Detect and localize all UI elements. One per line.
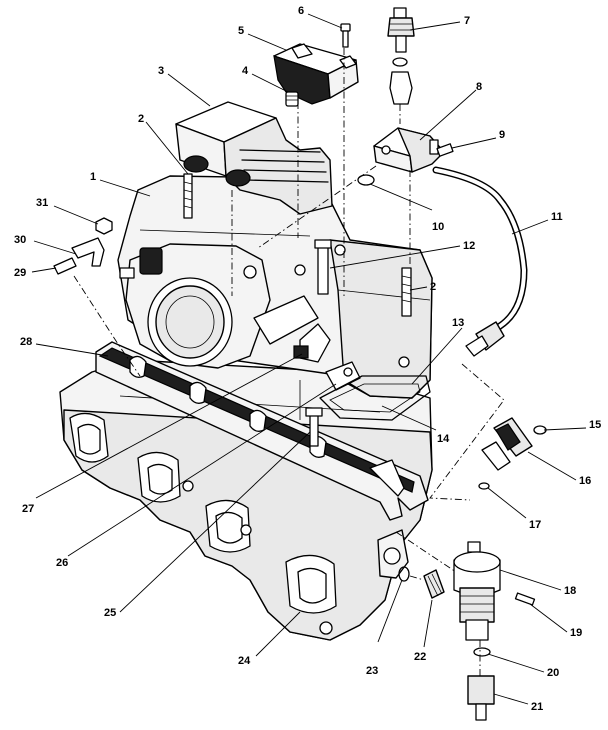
throttle-body [119, 243, 319, 369]
screw-9 [436, 143, 454, 157]
callout-27: 27 [22, 503, 34, 515]
seal-4 [285, 91, 299, 107]
o-ring-10 [357, 174, 375, 186]
hose-segment [389, 71, 413, 105]
callout-9: 9 [499, 129, 505, 141]
callout-labels: 1 2 2 3 4 5 6 7 8 9 10 11 12 13 14 15 16… [14, 5, 601, 713]
callout-16: 16 [579, 475, 591, 487]
callout-17: 17 [529, 519, 541, 531]
callout-22: 22 [414, 651, 426, 663]
callout-11: 11 [551, 211, 563, 223]
callout-25: 25 [104, 607, 116, 619]
callout-30: 30 [14, 234, 26, 246]
screw-19 [514, 592, 536, 606]
bolt-12 [314, 239, 332, 295]
screw-6 [340, 23, 351, 48]
callout-20: 20 [547, 667, 559, 679]
callout-23: 23 [366, 665, 378, 677]
plenum-gasket [319, 375, 431, 421]
callout-5: 5 [238, 25, 244, 37]
callout-2-right: 2 [430, 281, 436, 293]
nut-31 [95, 217, 113, 235]
callout-12: 12 [463, 240, 475, 252]
bracket-30 [71, 237, 105, 267]
callout-8: 8 [476, 81, 482, 93]
washer-23 [398, 566, 410, 582]
callout-14: 14 [437, 433, 450, 445]
filter-22 [423, 569, 445, 599]
stud-bolt-left [183, 173, 193, 219]
callout-10: 10 [432, 221, 444, 233]
callout-29: 29 [14, 267, 26, 279]
callout-18: 18 [564, 585, 576, 597]
callout-2-left: 2 [138, 113, 144, 125]
sensor-16 [481, 417, 533, 471]
callout-28: 28 [20, 336, 32, 348]
tube-11 [432, 166, 528, 357]
o-ring-17 [478, 482, 490, 490]
vacuum-housing [175, 101, 333, 215]
callout-21: 21 [531, 701, 543, 713]
callout-4: 4 [242, 65, 249, 77]
iac-fitting [325, 361, 361, 391]
leader-lines [31, 13, 587, 705]
callout-3: 3 [158, 65, 164, 77]
fitting-7 [387, 7, 415, 53]
callout-15: 15 [589, 419, 601, 431]
callout-31: 31 [36, 197, 48, 209]
assembly-lines [73, 48, 505, 676]
o-ring-20 [473, 647, 491, 657]
callout-6: 6 [298, 5, 304, 17]
bolt-29 [53, 257, 77, 275]
stud-bolt-right [401, 267, 412, 317]
o-ring-upper [392, 57, 408, 67]
callout-24: 24 [238, 655, 251, 667]
callout-19: 19 [570, 627, 582, 639]
callout-7: 7 [464, 15, 470, 27]
pressure-regulator [453, 541, 501, 641]
callout-26: 26 [56, 557, 68, 569]
callout-13: 13 [452, 317, 464, 329]
callout-1: 1 [90, 171, 96, 183]
iac-valve [373, 127, 445, 173]
bolt-25 [305, 407, 323, 447]
fitting-21 [467, 675, 495, 721]
